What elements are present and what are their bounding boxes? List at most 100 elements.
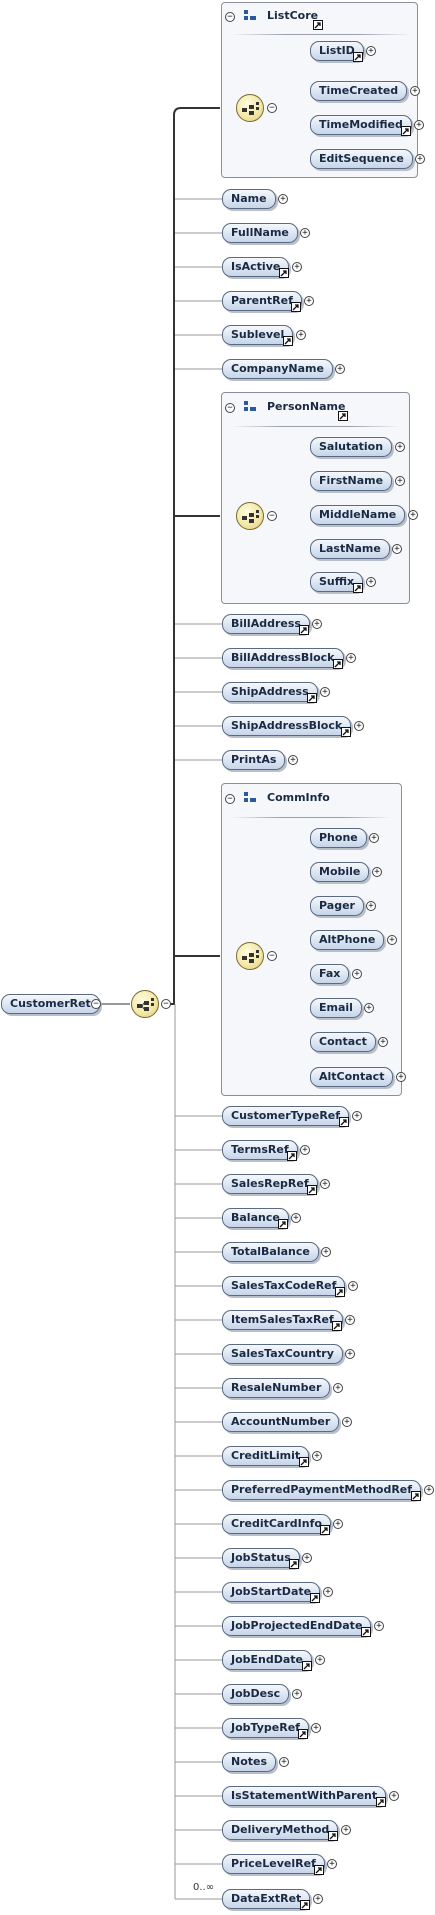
root-collapse-icon[interactable]: − [91, 999, 101, 1009]
element-job-start-date[interactable]: JobStartDate [222, 1582, 321, 1602]
element-print-as[interactable]: PrintAs [222, 750, 286, 770]
expand-icon[interactable]: + [378, 1037, 388, 1047]
expand-icon[interactable]: + [296, 330, 306, 340]
element-credit-limit[interactable]: CreditLimit [222, 1446, 310, 1466]
element-job-end-date[interactable]: JobEndDate [222, 1650, 313, 1670]
element-full-name[interactable]: FullName [222, 223, 298, 243]
element-phone[interactable]: Phone [310, 828, 367, 848]
element-job-desc[interactable]: JobDesc [222, 1684, 290, 1704]
expand-icon[interactable]: + [292, 262, 302, 272]
expand-icon[interactable]: + [311, 1723, 321, 1733]
element-is-statement-with-parent[interactable]: IsStatementWithParent [222, 1786, 387, 1806]
element-pager[interactable]: Pager [310, 896, 364, 916]
expand-icon[interactable]: + [333, 1383, 343, 1393]
element-item-sales-tax-ref[interactable]: ItemSalesTaxRef [222, 1310, 343, 1330]
expand-icon[interactable]: + [279, 1757, 289, 1767]
expand-icon[interactable]: + [415, 154, 425, 164]
expand-icon[interactable]: + [345, 1349, 355, 1359]
personname-sequence-icon[interactable] [236, 502, 264, 530]
element-sales-tax-code-ref[interactable]: SalesTaxCodeRef [222, 1276, 346, 1296]
element-data-ext-ret[interactable]: DataExtRet [222, 1889, 311, 1909]
element-last-name[interactable]: LastName [310, 539, 390, 559]
element-sales-tax-country[interactable]: SalesTaxCountry [222, 1344, 343, 1364]
expand-icon[interactable]: + [396, 1072, 406, 1082]
expand-icon[interactable]: + [395, 476, 405, 486]
element-contact[interactable]: Contact [310, 1032, 376, 1052]
root-element-customerret[interactable]: CustomerRet [1, 994, 100, 1014]
element-time-modified[interactable]: TimeModified [310, 115, 412, 135]
element-first-name[interactable]: FirstName [310, 471, 393, 491]
expand-icon[interactable]: + [302, 1553, 312, 1563]
element-price-level-ref[interactable]: PriceLevelRef [222, 1854, 325, 1874]
expand-icon[interactable]: + [312, 1451, 322, 1461]
sequence-compositor-icon[interactable] [131, 990, 159, 1018]
expand-icon[interactable]: + [366, 577, 376, 587]
element-time-created[interactable]: TimeCreated [310, 81, 408, 101]
expand-icon[interactable]: + [342, 1417, 352, 1427]
element-fax[interactable]: Fax [310, 964, 350, 984]
expand-icon[interactable]: + [315, 1655, 325, 1665]
element-sales-rep-ref[interactable]: SalesRepRef [222, 1174, 318, 1194]
comminfo-sequence-collapse-icon[interactable]: − [267, 951, 277, 961]
element-alt-contact[interactable]: AltContact [310, 1067, 394, 1087]
expand-icon[interactable]: + [335, 364, 345, 374]
expand-icon[interactable]: + [392, 544, 402, 554]
element-middle-name[interactable]: MiddleName [310, 505, 406, 525]
expand-icon[interactable]: + [327, 1859, 337, 1869]
expand-icon[interactable]: + [366, 901, 376, 911]
expand-icon[interactable]: + [313, 1894, 323, 1904]
expand-icon[interactable]: + [320, 1179, 330, 1189]
element-company-name[interactable]: CompanyName [222, 359, 333, 379]
element-bill-address-block[interactable]: BillAddressBlock [222, 648, 344, 668]
expand-icon[interactable]: + [348, 1281, 358, 1291]
expand-icon[interactable]: + [414, 120, 424, 130]
element-terms-ref[interactable]: TermsRef [222, 1140, 298, 1160]
element-email[interactable]: Email [310, 998, 362, 1018]
personname-collapse-icon[interactable]: − [225, 403, 235, 413]
expand-icon[interactable]: + [352, 969, 362, 979]
expand-icon[interactable]: + [323, 1587, 333, 1597]
expand-icon[interactable]: + [300, 1145, 310, 1155]
expand-icon[interactable]: + [395, 442, 405, 452]
comminfo-sequence-icon[interactable] [236, 942, 264, 970]
element-edit-sequence[interactable]: EditSequence [310, 149, 413, 169]
expand-icon[interactable]: + [387, 935, 397, 945]
expand-icon[interactable]: + [364, 1003, 374, 1013]
element-customer-type-ref[interactable]: CustomerTypeRef [222, 1106, 350, 1126]
listcore-collapse-icon[interactable]: − [225, 12, 235, 22]
expand-icon[interactable]: + [389, 1791, 399, 1801]
expand-icon[interactable]: + [372, 867, 382, 877]
element-delivery-method[interactable]: DeliveryMethod [222, 1820, 339, 1840]
expand-icon[interactable]: + [321, 1247, 331, 1257]
expand-icon[interactable]: + [346, 653, 356, 663]
element-preferred-payment-method-ref[interactable]: PreferredPaymentMethodRef [222, 1480, 422, 1500]
element-resale-number[interactable]: ResaleNumber [222, 1378, 331, 1398]
element-alt-phone[interactable]: AltPhone [310, 930, 385, 950]
expand-icon[interactable]: + [312, 619, 322, 629]
element-total-balance[interactable]: TotalBalance [222, 1242, 319, 1262]
element-salutation[interactable]: Salutation [310, 437, 393, 457]
element-account-number[interactable]: AccountNumber [222, 1412, 340, 1432]
expand-icon[interactable]: + [345, 1315, 355, 1325]
element-job-type-ref[interactable]: JobTypeRef [222, 1718, 309, 1738]
element-job-status[interactable]: JobStatus [222, 1548, 300, 1568]
expand-icon[interactable]: + [304, 296, 314, 306]
element-name[interactable]: Name [222, 189, 276, 209]
comminfo-collapse-icon[interactable]: − [225, 794, 235, 804]
expand-icon[interactable]: + [352, 1111, 362, 1121]
expand-icon[interactable]: + [410, 86, 420, 96]
element-is-active[interactable]: IsActive [222, 257, 290, 277]
element-bill-address[interactable]: BillAddress [222, 614, 310, 634]
element-job-projected-end-date[interactable]: JobProjectedEndDate [222, 1616, 372, 1636]
element-mobile[interactable]: Mobile [310, 862, 370, 882]
personname-sequence-collapse-icon[interactable]: − [267, 511, 277, 521]
element-balance[interactable]: Balance [222, 1208, 289, 1228]
listcore-sequence-collapse-icon[interactable]: − [267, 103, 277, 113]
element-notes[interactable]: Notes [222, 1752, 277, 1772]
expand-icon[interactable]: + [354, 721, 364, 731]
expand-icon[interactable]: + [291, 1213, 301, 1223]
expand-icon[interactable]: + [292, 1689, 302, 1699]
expand-icon[interactable]: + [341, 1825, 351, 1835]
element-parent-ref[interactable]: ParentRef [222, 291, 302, 311]
expand-icon[interactable]: + [369, 833, 379, 843]
